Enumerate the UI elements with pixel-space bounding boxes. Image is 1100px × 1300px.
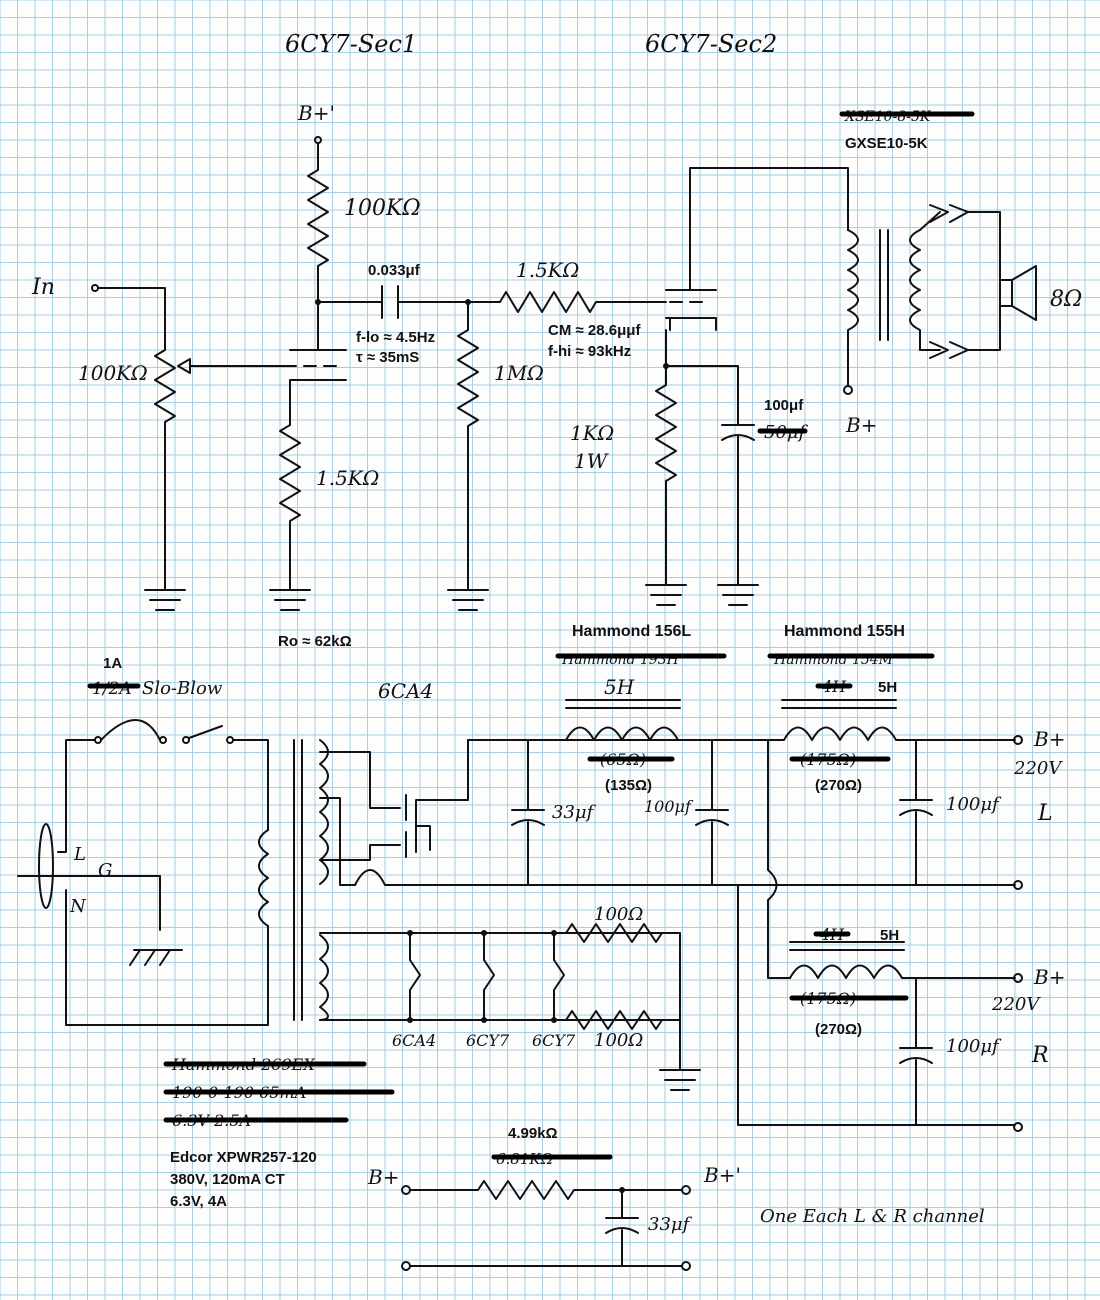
volume-pot-wiper [177, 358, 241, 374]
f-hi-label: f-hi ≈ 93kHz [548, 343, 631, 360]
bplus-L-label: B+ [1033, 727, 1065, 751]
choke1-coil [559, 726, 679, 741]
channel-L-label: L [1037, 801, 1053, 826]
cathode-resistor-2-label: 1KΩ [570, 421, 614, 445]
fuse-rating-label: 1A [103, 655, 122, 672]
cathode-resistor-power-label: 1W [574, 449, 609, 473]
fuse-type-label: Slo-Blow [142, 678, 223, 699]
speaker-label: 8Ω [1050, 287, 1082, 312]
bplus-output-label: B+ [845, 413, 877, 437]
transformer-new-label: GXSE10-5K [845, 135, 928, 152]
bplus-L-voltage-label: 220V [1013, 758, 1063, 779]
speaker-symbol [999, 265, 1037, 321]
power-switch [188, 725, 223, 739]
tau-label: τ ≈ 35mS [356, 349, 419, 366]
decoupling-cap-label: 33μf [648, 1214, 693, 1235]
miller-cap-label: CM ≈ 28.6μμf [548, 322, 641, 339]
bypass-cap-label: 100μf [764, 397, 804, 414]
heater-resistor-bottom-label: 100Ω [594, 1030, 643, 1051]
bplus-R-voltage-label: 220V [991, 994, 1041, 1015]
choke2-dcr-new-label: (270Ω) [815, 777, 862, 794]
grid-leak-label: 1MΩ [494, 361, 544, 385]
cap1-label: 33μf [552, 802, 597, 823]
heater-resistor-top [565, 923, 663, 943]
cap2-label: 100μf [644, 797, 694, 816]
heater-tube-1-label: 6CA4 [392, 1031, 436, 1050]
mains-label-line: L [73, 844, 86, 865]
channel-note: One Each L & R channel [760, 1206, 985, 1227]
output-transformer-primary [847, 229, 859, 387]
fuse-rating-old-label: 1/2A [92, 679, 132, 699]
heater-resistor-bottom [565, 1010, 663, 1030]
output-transformer-secondary [909, 229, 921, 351]
cathode-resistor-label: 1.5KΩ [316, 466, 379, 490]
mains-plug [38, 823, 54, 909]
power-transformer-primary [258, 829, 269, 941]
volume-pot-label: 100KΩ [78, 361, 148, 385]
choke1-inductance-label: 5H [604, 675, 635, 699]
channel-R-label: R [1031, 1043, 1049, 1068]
decoupling-bplus-in-label: B+ [367, 1165, 399, 1189]
ptx-new-line-3: 6.3V, 4A [170, 1193, 227, 1210]
volume-pot-resistor [154, 339, 176, 591]
f-lo-label: f-lo ≈ 4.5Hz [356, 329, 435, 346]
cap-R-label: 100μf [946, 1036, 1002, 1057]
power-transformer-heater-secondary [319, 934, 329, 1021]
decoupling-resistor [409, 1180, 683, 1200]
ptx-new-line-1: Edcor XPWR257-120 [170, 1149, 317, 1166]
ptx-new-line-2: 380V, 120mA CT [170, 1171, 285, 1188]
choke1-new-label: Hammond 156L [572, 623, 691, 640]
coupling-cap-label: 0.033μf [368, 262, 421, 279]
rectifier-tube [405, 739, 469, 858]
choke1-dcr-new-label: (135Ω) [605, 777, 652, 794]
choke2-new-label: Hammond 155H [784, 623, 905, 640]
output-impedance-label: Ro ≈ 62kΩ [278, 633, 352, 650]
choke3-inductance-label: 5H [880, 927, 899, 944]
mains-label-ground: G [98, 860, 112, 881]
cap-L-label: 100μf [946, 794, 1002, 815]
mains-label-neutral: N [69, 896, 87, 917]
heater-resistor-top-label: 100Ω [594, 904, 643, 925]
choke2-inductance-label: 5H [878, 679, 897, 696]
triode-sec2 [665, 167, 849, 319]
grid-stopper-label: 1.5KΩ [516, 258, 579, 282]
section-title-sec1: 6CY7-Sec1 [285, 30, 417, 58]
output-stage-wiring [645, 167, 1037, 606]
rectifier-label: 6CA4 [378, 679, 433, 703]
plate-resistor-label: 100KΩ [344, 196, 421, 221]
preamp-wiring [91, 136, 667, 611]
transformer-old-label: XSE10-8-5K [844, 109, 932, 125]
decoupling-bplus-out-label: B+' [703, 1163, 741, 1187]
bplus-prime-label-top: B+' [297, 101, 335, 125]
heater-tube-2-label: 6CY7 [466, 1031, 510, 1050]
heater-tube-3-label: 6CY7 [532, 1031, 576, 1050]
input-label: In [31, 275, 55, 300]
power-transformer-hv-secondary [319, 739, 329, 885]
choke2-coil [767, 726, 1016, 741]
bplus-R-label: B+ [1033, 965, 1065, 989]
choke3-coil [789, 964, 1016, 979]
decoupling-resistor-label: 4.99kΩ [508, 1125, 558, 1142]
section-title-sec2: 6CY7-Sec2 [645, 30, 777, 58]
decoupling-wiring [401, 1180, 691, 1271]
plate-resistor [307, 142, 329, 351]
fuse-symbol [100, 719, 161, 741]
mains-wiring [17, 699, 1023, 1132]
triode-sec1 [239, 349, 347, 381]
choke3-dcr-new-label: (270Ω) [815, 1021, 862, 1038]
